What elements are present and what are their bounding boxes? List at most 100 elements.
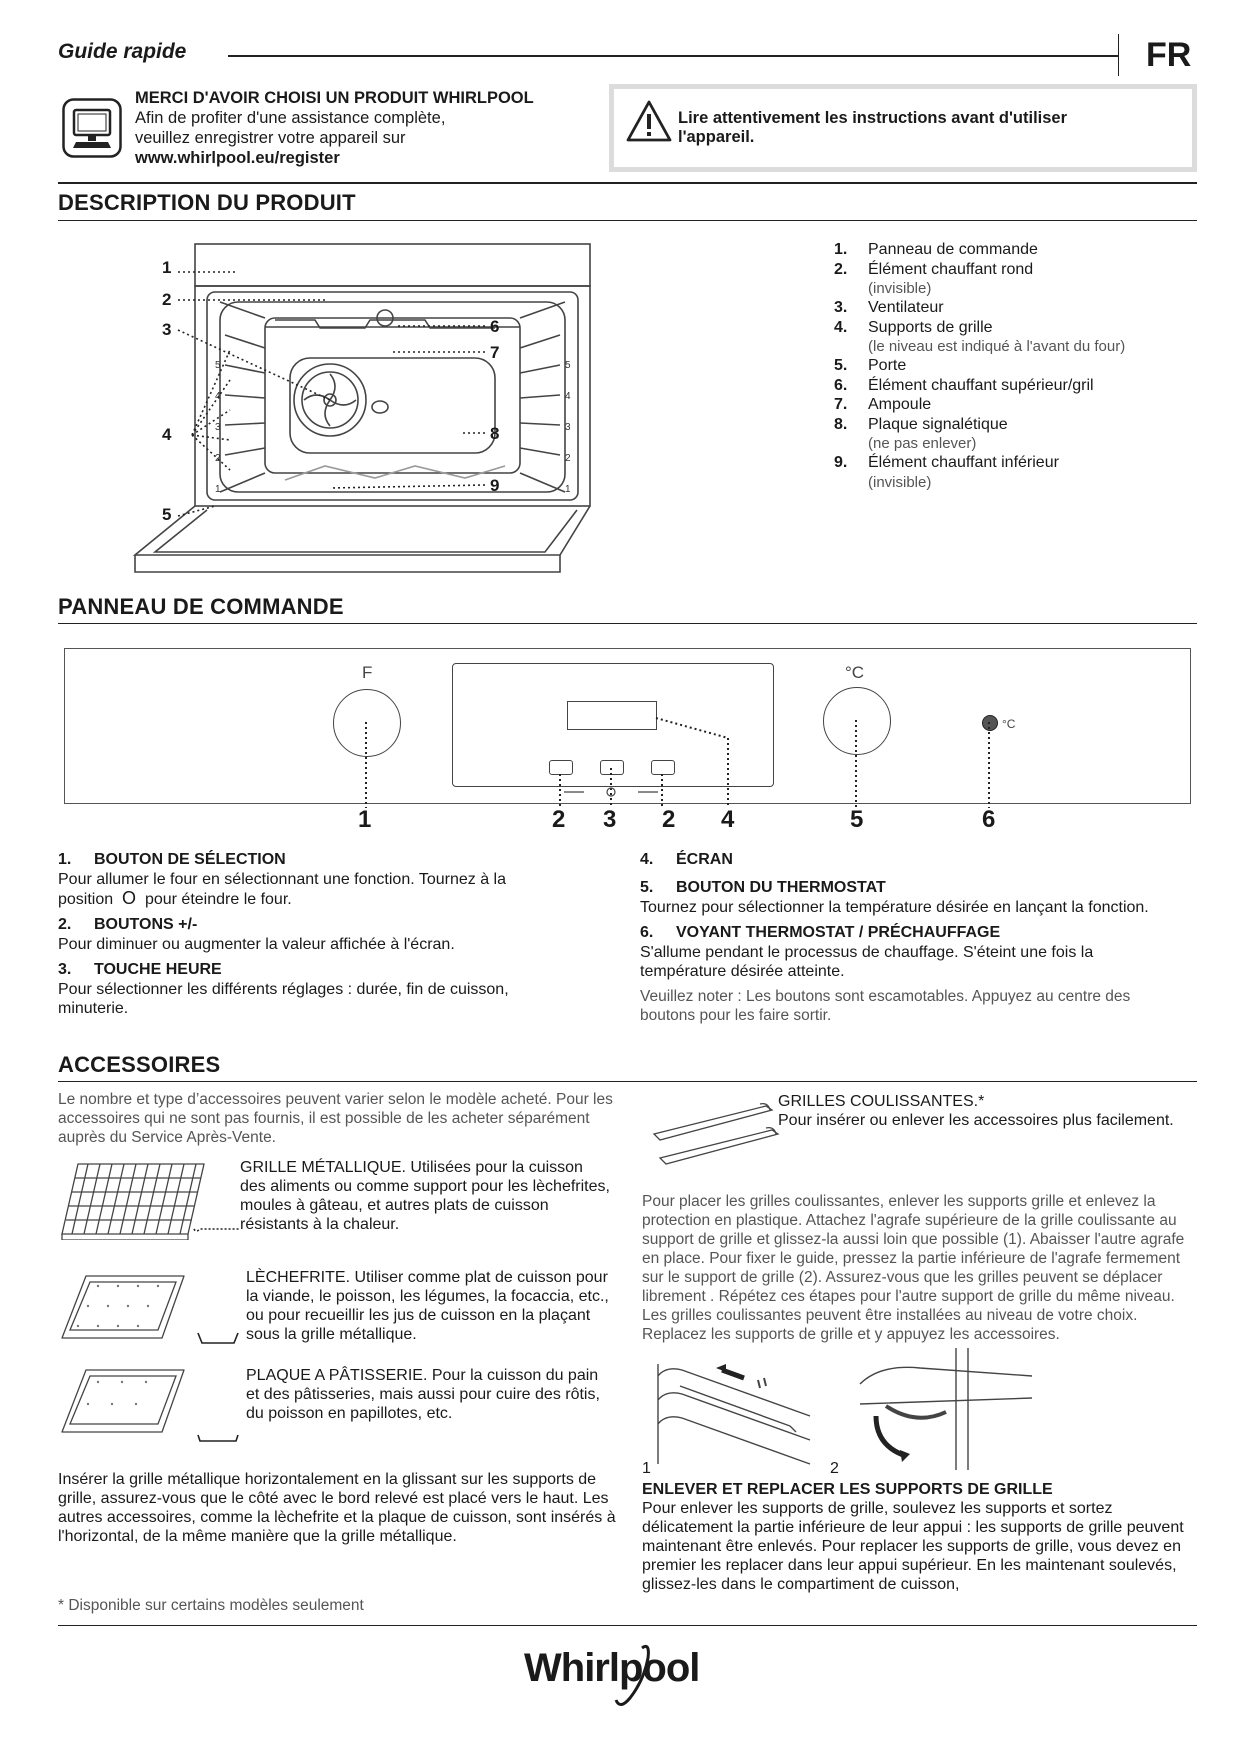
remove-supports-block: ENLEVER ET REPLACER LES SUPPORTS DE GRIL… [642,1480,1202,1594]
panel-item-text: Pour diminuer ou augmenter la valeur aff… [58,936,455,953]
lamp-symbol: °C [1002,717,1016,731]
welcome-line2: veuillez enregistrer votre appareil sur [135,129,406,147]
register-link[interactable]: www.whirlpool.eu/register [135,149,340,167]
footer-rule [58,1625,1197,1626]
insert-instructions: Insérer la grille métallique horizontale… [58,1471,616,1545]
part-item: 2.Élément chauffant rond [834,260,1034,278]
section-rule-description [58,220,1197,221]
diagram-label-3: 3 [162,320,172,339]
panel-item-title: 4.ÉCRAN [640,851,733,868]
divider-top [58,182,1197,184]
header-rule [228,55,1118,57]
part-item: 9.Élément chauffant inférieur [834,454,1059,471]
header-title: Guide rapide [58,40,187,63]
parts-list: 1.Panneau de commande 2.Élément chauffan… [834,240,1194,492]
function-symbol: F [362,663,373,682]
part-note: (ne pas enlever) [868,435,977,452]
panel-item-text: Tournez pour sélectionner la température… [640,899,1149,916]
section-heading-accessories: ACCESSOIRES [58,1052,221,1077]
panel-item-title: 3.TOUCHE HEURE [58,961,222,978]
panel-label-2a: 2 [552,806,566,833]
illustration-step-2 [856,1346,1036,1474]
slide-rails-block: GRILLES COULISSANTES.* Pour insérer ou e… [778,1092,1178,1130]
panel-item-title: 1.BOUTON DE SÉLECTION [58,851,286,868]
warning-triangle-icon [626,99,672,147]
section-rule-panel [58,623,1197,624]
panel-item-title: 2.BOUTONS +/- [58,916,198,933]
diagram-label-9: 9 [490,476,500,495]
part-item: 5.Porte [834,357,907,374]
part-note: (invisible) [868,280,932,297]
baking-tray-profile-icon [196,1428,240,1447]
lang-code: FR [1146,36,1192,74]
control-panel-diagram: F °C °C [64,648,1191,804]
panel-label-2b: 2 [662,806,676,833]
panel-item-text: Pour allumer le four en sélectionnant un… [58,871,506,908]
oven-diagram: 5 4 3 2 1 5 4 3 2 1 [115,240,635,585]
part-note: (le niveau est indiqué à l'avant du four… [868,338,1126,355]
shelf-level-left: 1 [215,484,221,495]
panel-label-1: 1 [358,806,372,833]
panel-callouts [64,648,1191,818]
slide-rails-title: GRILLES COULISSANTES.* [778,1093,985,1110]
shelf-level-left: 2 [215,453,221,464]
display-screen [567,701,657,730]
illustration-step-1 [650,1356,830,1470]
shelf-level-right: 2 [565,453,571,464]
display-housing [452,663,774,787]
thermostat-knob[interactable] [823,687,891,755]
diagram-label-2: 2 [162,290,172,309]
baking-tray-text: PLAQUE A PÂTISSERIE. Pour la cuisson du … [246,1367,600,1422]
warning-line2: l'appareil. [678,128,755,146]
shelf-level-right: 3 [565,422,571,433]
step-1-label: 1 [642,1460,651,1477]
panel-label-4: 4 [721,806,735,833]
shelf-level-right: 5 [565,360,571,371]
computer-monitor-icon [62,98,122,158]
section-heading-panel: PANNEAU DE COMMANDE [58,594,344,619]
slide-rails-text: Pour insérer ou enlever les accessoires … [778,1112,1174,1129]
welcome-block: MERCI D'AVOIR CHOISI UN PRODUIT WHIRLPOO… [135,88,605,168]
drip-pan-image [58,1272,188,1346]
diagram-label-4: 4 [162,425,172,444]
remove-supports-title: ENLEVER ET REPLACER LES SUPPORTS DE GRIL… [642,1481,1053,1498]
header-divider [1118,34,1119,76]
part-item: 8.Plaque signalétique [834,415,1008,433]
section-heading-description: DESCRIPTION DU PRODUIT [58,190,356,215]
diagram-label-7: 7 [490,343,500,362]
accessories-intro: Le nombre et type d’accessoires peuvent … [58,1091,613,1146]
panel-item-title: 5.BOUTON DU THERMOSTAT [640,879,886,896]
panel-label-3: 3 [603,806,617,833]
selector-knob[interactable] [333,689,401,757]
panel-label-5: 5 [850,806,864,833]
panel-item-text: S'allume pendant le processus de chauffa… [640,944,1094,980]
part-item: 6.Élément chauffant supérieur/gril [834,376,1094,394]
panel-item-title: 6.VOYANT THERMOSTAT / PRÉCHAUFFAGE [640,924,1001,941]
shelf-level-right: 1 [565,484,571,495]
panel-descriptions-left: 1.BOUTON DE SÉLECTION Pour allumer le fo… [58,850,618,1024]
diagram-label-6: 6 [490,317,500,336]
warning-box: Lire attentivement les instructions avan… [609,84,1197,172]
whirlpool-logo: Whirlpool [524,1638,724,1708]
section-rule-accessories [58,1081,1197,1082]
part-item: 4.Supports de grille [834,318,993,336]
wire-rack-image [58,1160,208,1244]
panel-item-text: Pour sélectionner les différents réglage… [58,981,509,1017]
diagram-label-8: 8 [490,424,500,443]
footnote: * Disponible sur certains modèles seulem… [58,1597,364,1614]
drip-pan-profile-icon [196,1330,240,1349]
part-item: 1.Panneau de commande [834,241,1038,258]
welcome-line1: Afin de profiter d'une assistance complè… [135,109,446,127]
slide-rails-image [650,1100,780,1174]
shelf-level-left: 3 [215,422,221,433]
shelf-level-left: 5 [215,360,221,371]
part-note: (invisible) [868,473,932,491]
part-item: 3.Ventilateur [834,299,944,316]
part-item: 7.Ampoule [834,396,932,413]
shelf-level-right: 4 [565,391,571,402]
thermostat-symbol: °C [845,663,865,682]
panel-descriptions-right: 4.ÉCRAN 5.BOUTON DU THERMOSTAT Tournez p… [640,850,1200,1031]
wire-rack-text: GRILLE MÉTALLIQUE. Utilisées pour la cui… [240,1159,610,1233]
panel-label-6: 6 [982,806,996,833]
baking-tray-image [58,1366,188,1440]
